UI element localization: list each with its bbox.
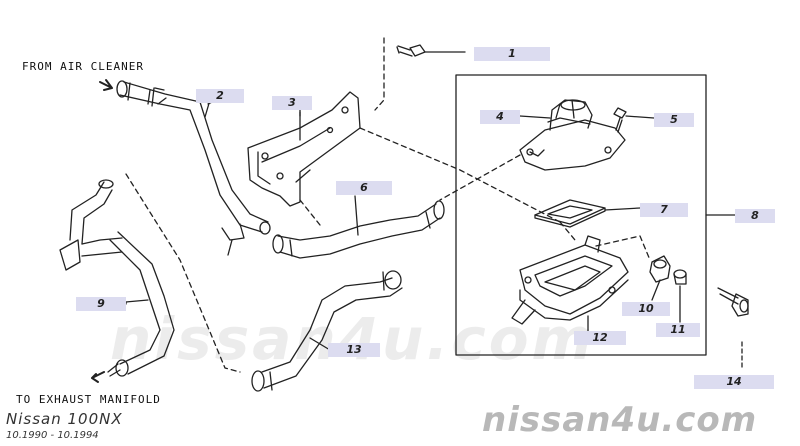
screw-5	[613, 107, 655, 133]
callout-5: 5	[654, 113, 694, 127]
to-exhaust-manifold-note: TO EXHAUST MANIFOLD	[16, 393, 161, 406]
gasket-7	[534, 199, 641, 228]
callout-8: 8	[735, 209, 775, 223]
collar-11	[673, 269, 687, 323]
dash-12	[595, 235, 651, 261]
grommet-10	[649, 255, 671, 301]
from-air-cleaner-note: FROM AIR CLEANER	[22, 60, 144, 73]
dash-1	[374, 37, 385, 111]
model-dates: 10.1990 - 10.1994	[6, 430, 99, 441]
arrow-exhaust	[91, 371, 105, 383]
callout-11: 11	[656, 323, 700, 337]
callout-13: 13	[328, 343, 380, 357]
dash-3b	[299, 199, 321, 226]
callout-14: 14	[694, 375, 774, 389]
callout-7: 7	[640, 203, 688, 217]
callout-4: 4	[480, 110, 520, 124]
callout-6: 6	[336, 181, 392, 195]
hose-6	[272, 195, 445, 259]
hose-2	[116, 80, 271, 256]
valve-4	[519, 99, 626, 171]
callout-12: 12	[574, 331, 626, 345]
hose-13	[251, 270, 403, 392]
bolt-1	[396, 44, 466, 57]
dash-3a	[359, 127, 561, 223]
dash-7	[559, 221, 576, 241]
callout-10: 10	[622, 302, 670, 316]
callout-9: 9	[76, 297, 126, 311]
callout-2: 2	[196, 89, 244, 103]
center-watermark: nissan4u.com	[110, 305, 595, 373]
bolt-14	[717, 287, 749, 371]
dash-9	[125, 173, 241, 373]
dash-4	[439, 154, 521, 201]
valve-body-12	[511, 235, 629, 331]
bracket-3	[247, 91, 361, 207]
model-name: Nissan 100NX	[6, 410, 123, 428]
corner-watermark: nissan4u.com	[482, 400, 758, 440]
pipe-9	[59, 179, 175, 377]
leader-4	[519, 115, 551, 119]
arrow-air	[99, 79, 113, 91]
callout-1: 1	[474, 47, 550, 61]
callout-3: 3	[272, 96, 312, 110]
